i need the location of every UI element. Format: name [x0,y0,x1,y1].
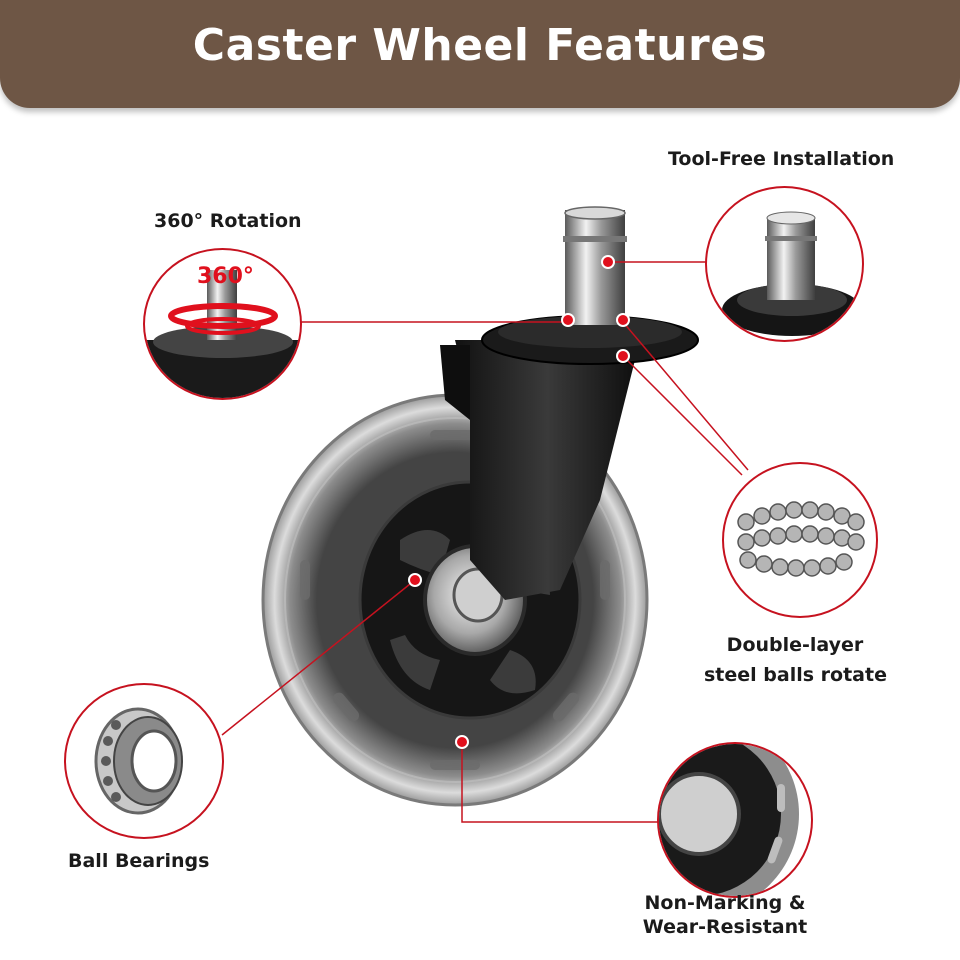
header-banner: Caster Wheel Features [0,0,960,108]
callout-360-rotation: 360° [143,248,302,400]
label-ball-bearings: Ball Bearings [68,850,210,872]
callout-non-marking [657,742,813,898]
wheel-tread-icon [659,744,799,896]
label-360-rotation: 360° Rotation [154,210,302,232]
label-steel-balls-line2: steel balls rotate [704,664,887,686]
callout-steel-balls [722,462,878,618]
callout-ball-bearings [64,683,224,839]
steel-balls-icon [737,501,865,577]
stem-icon [722,211,862,336]
label-steel-balls-line1: Double-layer [726,634,864,656]
label-non-marking-line2: Wear-Resistant [642,916,808,938]
label-non-marking-line1: Non-Marking & [644,892,806,914]
page-title: Caster Wheel Features [192,19,768,71]
label-tool-free-installation: Tool-Free Installation [668,148,895,170]
ball-bearing-icon [94,707,183,815]
fork [455,340,640,600]
callout-tool-free-installation [705,186,864,342]
rotation-badge: 360° [197,264,254,289]
stem [565,210,625,325]
rotation-icon [145,270,300,398]
